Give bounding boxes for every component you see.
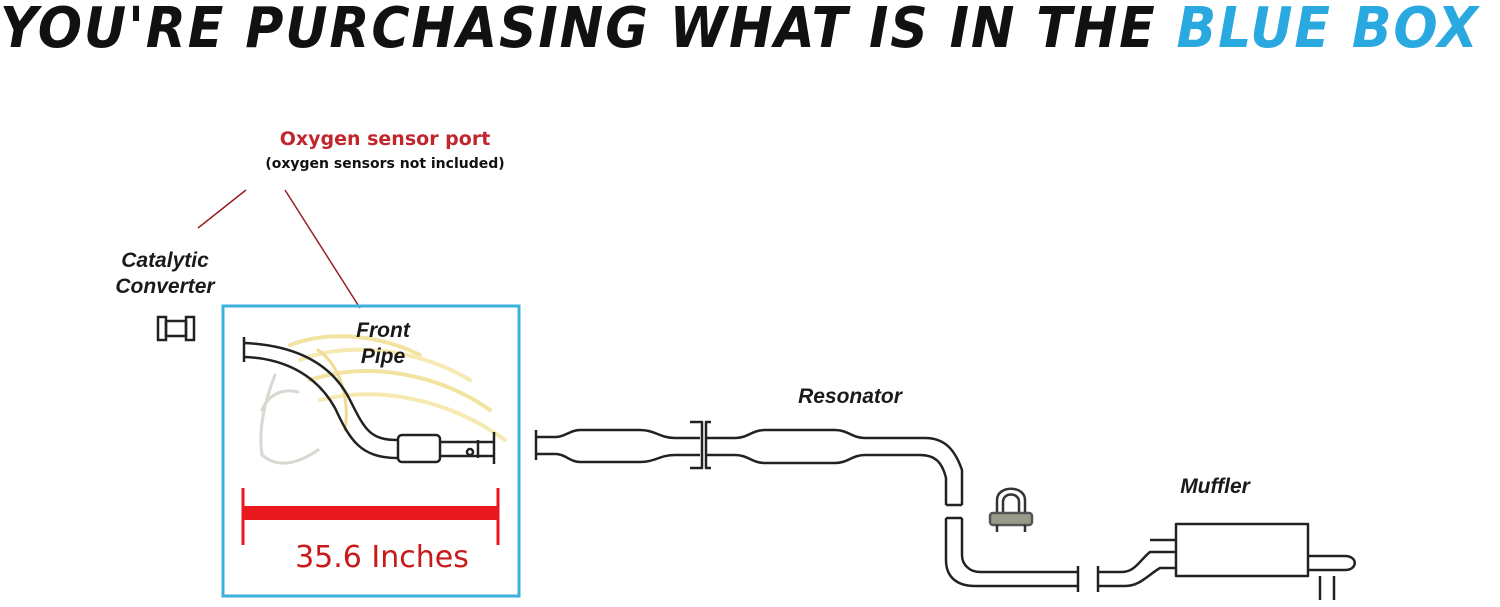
catalytic-label-line2: Converter bbox=[115, 275, 215, 298]
headline-highlight: BLUE BOX bbox=[1176, 0, 1480, 61]
resonator-part bbox=[534, 420, 964, 507]
muffler-label: Muffler bbox=[1180, 475, 1250, 498]
oxygen-sensor-callout: Oxygen sensor port (oxygen sensors not i… bbox=[230, 128, 540, 172]
front-pipe-label-line1: Front bbox=[356, 319, 410, 342]
catalytic-label-line1: Catalytic bbox=[121, 249, 209, 272]
headline: YOU'RE PURCHASING WHAT IS IN THE BLUE BO… bbox=[0, 0, 1478, 66]
sensor-leader-lines bbox=[197, 189, 361, 309]
front-pipe-label: Front Pipe bbox=[328, 318, 438, 370]
oxygen-sensor-note: (oxygen sensors not included) bbox=[265, 156, 505, 172]
front-pipe-part bbox=[242, 337, 496, 464]
tail-pipe-part bbox=[944, 516, 1080, 592]
resonator-label: Resonator bbox=[798, 385, 902, 408]
front-pipe-label-line2: Pipe bbox=[360, 345, 406, 368]
muffler-part bbox=[1096, 522, 1356, 600]
blue-box bbox=[221, 304, 521, 598]
catalytic-converter-part bbox=[156, 315, 196, 342]
clamp-part bbox=[988, 487, 1034, 532]
oxygen-sensor-title: Oxygen sensor port bbox=[279, 128, 491, 150]
headline-main: YOU'RE PURCHASING WHAT IS IN THE bbox=[0, 0, 1177, 61]
measurement-label: 35.6 Inches bbox=[295, 540, 469, 575]
measurement-bar bbox=[241, 488, 500, 545]
catalytic-converter-label: Catalytic Converter bbox=[100, 248, 230, 300]
